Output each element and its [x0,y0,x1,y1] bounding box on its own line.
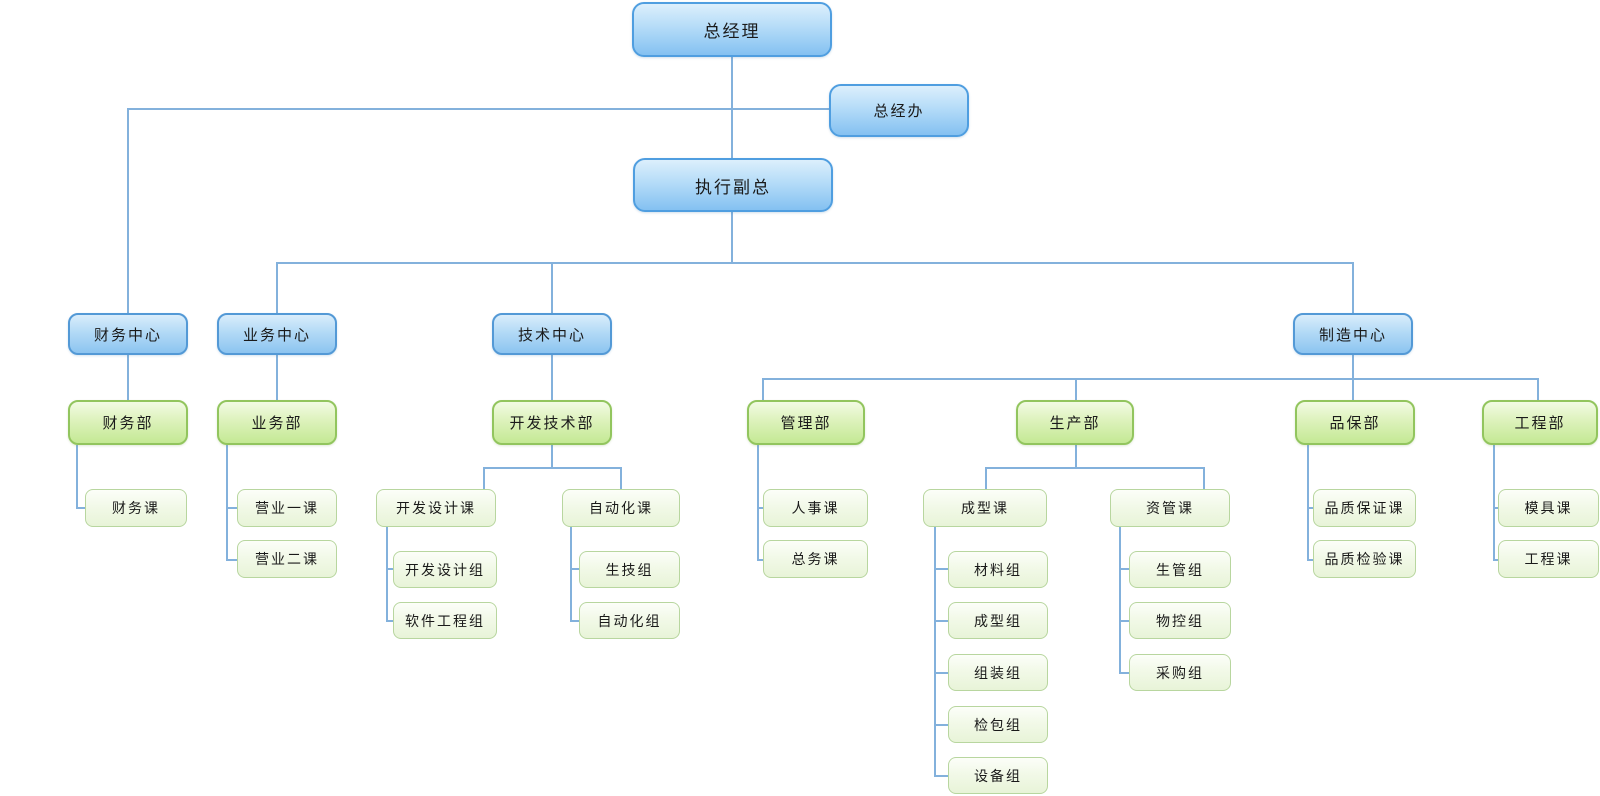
connector-software-grp-stub [386,620,393,622]
connector-matctrl-grp-stub [1119,620,1129,622]
org-node-business-center[interactable]: 业务中心 [217,313,337,355]
org-node-engineering-section[interactable]: 工程课 [1498,540,1599,578]
connector-devdesign-grp-stub [386,568,393,570]
connector-prod-rail [985,467,1205,469]
connector-equipment-grp-stub [934,775,948,777]
connector-biz-center-dept [276,355,278,400]
org-node-quality-inspection-section[interactable]: 品质检验课 [1313,540,1416,578]
connector-auto-sec-drop [620,467,622,489]
org-node-sales-1-section[interactable]: 营业一课 [237,489,337,527]
org-node-production-tech-group[interactable]: 生技组 [579,551,680,588]
org-node-molding-section[interactable]: 成型课 [923,489,1047,527]
org-node-mold-section[interactable]: 模具课 [1498,489,1599,527]
connector-mfg-center-drop [1352,262,1354,313]
connector-auto-grp-stub [570,620,579,622]
org-node-finance-section[interactable]: 财务课 [85,489,187,527]
org-node-material-control-group[interactable]: 物控组 [1129,602,1231,639]
connector-qa-assure-stub [1307,507,1313,509]
connector-biz-dept-elbow [226,445,228,561]
connector-hr-stub [757,507,763,509]
org-node-manufacturing-center[interactable]: 制造中心 [1293,313,1413,355]
connector-inspectpack-grp-stub [934,724,948,726]
org-node-qa-dept[interactable]: 品保部 [1295,400,1415,445]
connector-sales2-stub [226,559,237,561]
org-node-software-engineering-group[interactable]: 软件工程组 [393,602,497,639]
connector-fin-dept-elbow [76,445,78,509]
org-node-production-mgmt-group[interactable]: 生管组 [1129,551,1231,588]
connector-finance-center-drop [127,108,129,313]
connector-mgmt-dept-drop [762,378,764,400]
connector-fin-center-dept [127,355,129,400]
connector-assembly-grp-stub [934,672,948,674]
connector-prodtech-grp-stub [570,568,579,570]
org-node-purchasing-group[interactable]: 采购组 [1129,654,1231,691]
connector-purchasing-grp-stub [1119,672,1129,674]
connector-resmgmt-elbow [1119,527,1121,674]
org-node-engineering-dept[interactable]: 工程部 [1482,400,1598,445]
connector-molding-sec-drop [985,467,987,489]
org-node-gm-office[interactable]: 总经办 [829,84,969,137]
connector-eng-elbow [1493,445,1495,561]
connector-prod-dept-drop [1075,378,1077,400]
org-node-devdesign-section[interactable]: 开发设计课 [376,489,496,527]
connector-level2-rail [276,262,1354,264]
org-node-devdesign-group[interactable]: 开发设计组 [393,551,497,588]
org-node-automation-group[interactable]: 自动化组 [579,602,680,639]
org-node-equipment-group[interactable]: 设备组 [948,757,1048,794]
connector-top-row [127,108,829,110]
org-node-resource-mgmt-section[interactable]: 资管课 [1110,489,1230,527]
connector-mfg-center-dept [1352,355,1354,400]
org-node-material-group[interactable]: 材料组 [948,551,1048,588]
org-node-executive-vp[interactable]: 执行副总 [633,158,833,212]
org-node-inspection-packing-group[interactable]: 检包组 [948,706,1048,743]
connector-devtech-rail [483,467,622,469]
org-node-production-dept[interactable]: 生产部 [1016,400,1134,445]
connector-mfg-rail [762,378,1539,380]
org-node-technology-center[interactable]: 技术中心 [492,313,612,355]
connector-eng-dept-drop [1537,378,1539,400]
connector-mgmt-elbow [757,445,759,561]
connector-devdesign-elbow [386,527,388,622]
org-node-general-affairs-section[interactable]: 总务课 [763,540,868,578]
connector-business-center-drop [276,262,278,313]
connector-resmgmt-sec-drop [1203,467,1205,489]
connector-auto-elbow [570,527,572,622]
connector-molding-elbow [934,527,936,777]
org-node-general-manager[interactable]: 总经理 [632,2,832,57]
connector-evp-drop [731,212,733,264]
connector-sales1-stub [226,507,237,509]
connector-molding-grp-stub [934,620,948,622]
connector-devtech-drop [551,445,553,467]
connector-fin-sec-stub [76,507,85,509]
connector-tech-center-drop [551,262,553,313]
org-node-business-dept[interactable]: 业务部 [217,400,337,445]
org-node-molding-group[interactable]: 成型组 [948,602,1048,639]
connector-mold-sec-stub [1493,507,1498,509]
org-node-finance-center[interactable]: 财务中心 [68,313,188,355]
connector-qa-inspect-stub [1307,559,1313,561]
connector-gm-evp [731,57,733,158]
org-node-finance-dept[interactable]: 财务部 [68,400,188,445]
org-node-hr-section[interactable]: 人事课 [763,489,868,527]
connector-eng-sec-stub [1493,559,1498,561]
connector-material-grp-stub [934,568,948,570]
org-node-devtech-dept[interactable]: 开发技术部 [492,400,612,445]
org-node-management-dept[interactable]: 管理部 [747,400,865,445]
connector-devdesign-sec-drop [483,467,485,489]
connector-ga-stub [757,559,763,561]
org-node-sales-2-section[interactable]: 营业二课 [237,540,337,578]
org-node-assembly-group[interactable]: 组装组 [948,654,1048,691]
org-node-quality-assurance-section[interactable]: 品质保证课 [1313,489,1416,527]
connector-tech-center-dept [551,355,553,400]
connector-qa-elbow [1307,445,1309,561]
connector-prodmgmt-grp-stub [1119,568,1129,570]
org-node-automation-section[interactable]: 自动化课 [562,489,680,527]
connector-prod-drop [1075,445,1077,467]
